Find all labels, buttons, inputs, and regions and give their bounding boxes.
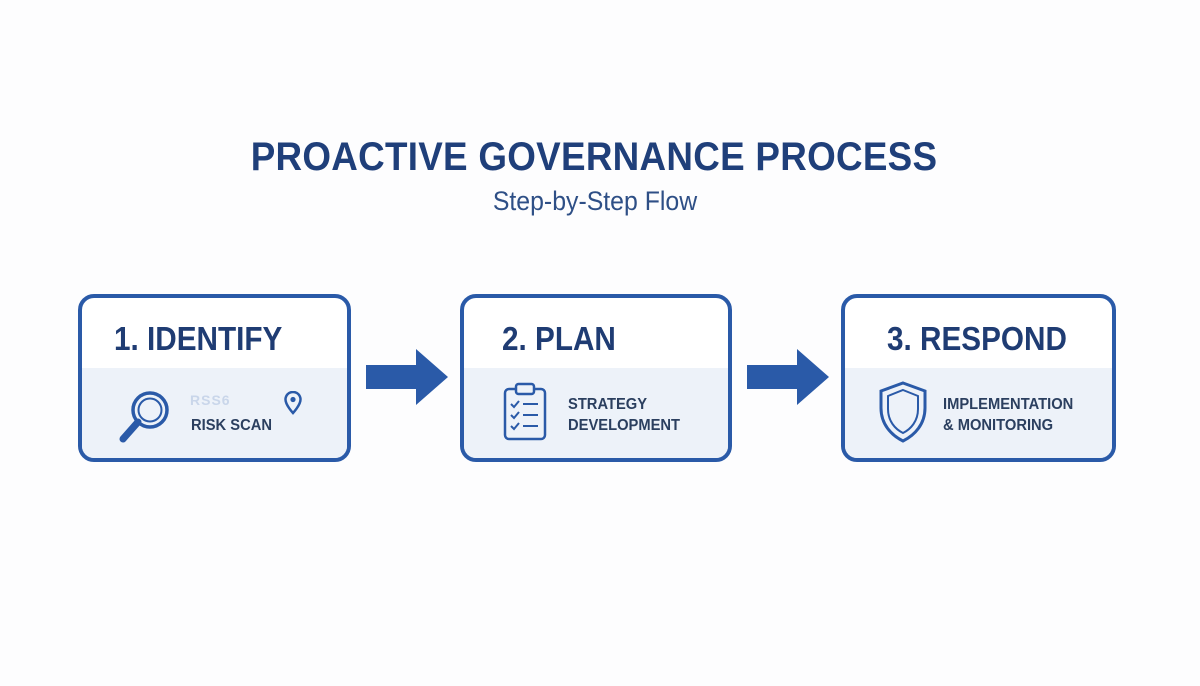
arrow-right-icon xyxy=(747,349,829,405)
step-title: 2. PLAN xyxy=(502,320,616,357)
diagram-title: PROACTIVE GOVERNANCE PROCESS xyxy=(250,135,938,179)
step-label-line-1: IMPLEMENTATION xyxy=(943,396,1074,413)
step-card-plan: 2. PLAN STRATEGY DEVELOPMENT xyxy=(460,294,732,462)
arrow-right-icon xyxy=(366,349,448,405)
step-card-respond: 3. RESPOND IMPLEMENTATION & MONITORING xyxy=(841,294,1116,462)
faint-text: RSS6 xyxy=(190,392,231,408)
step-card-lower-panel xyxy=(82,368,347,458)
step-label: STRATEGY DEVELOPMENT xyxy=(568,394,680,436)
step-label-line-1: RISK SCAN xyxy=(191,417,272,434)
step-card-lower-panel xyxy=(845,368,1112,458)
location-pin-icon xyxy=(284,390,302,420)
step-title: 3. RESPOND xyxy=(887,320,1067,357)
step-card-identify: 1. IDENTIFY RSS6 RISK SCAN xyxy=(78,294,351,462)
diagram-subtitle: Step-by-Step Flow xyxy=(492,186,698,216)
step-label-line-2: & MONITORING xyxy=(943,417,1054,434)
step-label-line-2: DEVELOPMENT xyxy=(568,417,681,434)
magnifying-glass-icon xyxy=(114,384,178,453)
step-card-lower-panel xyxy=(464,368,728,458)
step-label-line-1: STRATEGY xyxy=(568,396,648,413)
clipboard-checklist-icon xyxy=(502,382,548,447)
step-label: IMPLEMENTATION & MONITORING xyxy=(943,394,1073,436)
step-title: 1. IDENTIFY xyxy=(114,320,283,357)
shield-icon xyxy=(877,380,929,449)
step-label: RISK SCAN xyxy=(191,415,272,436)
